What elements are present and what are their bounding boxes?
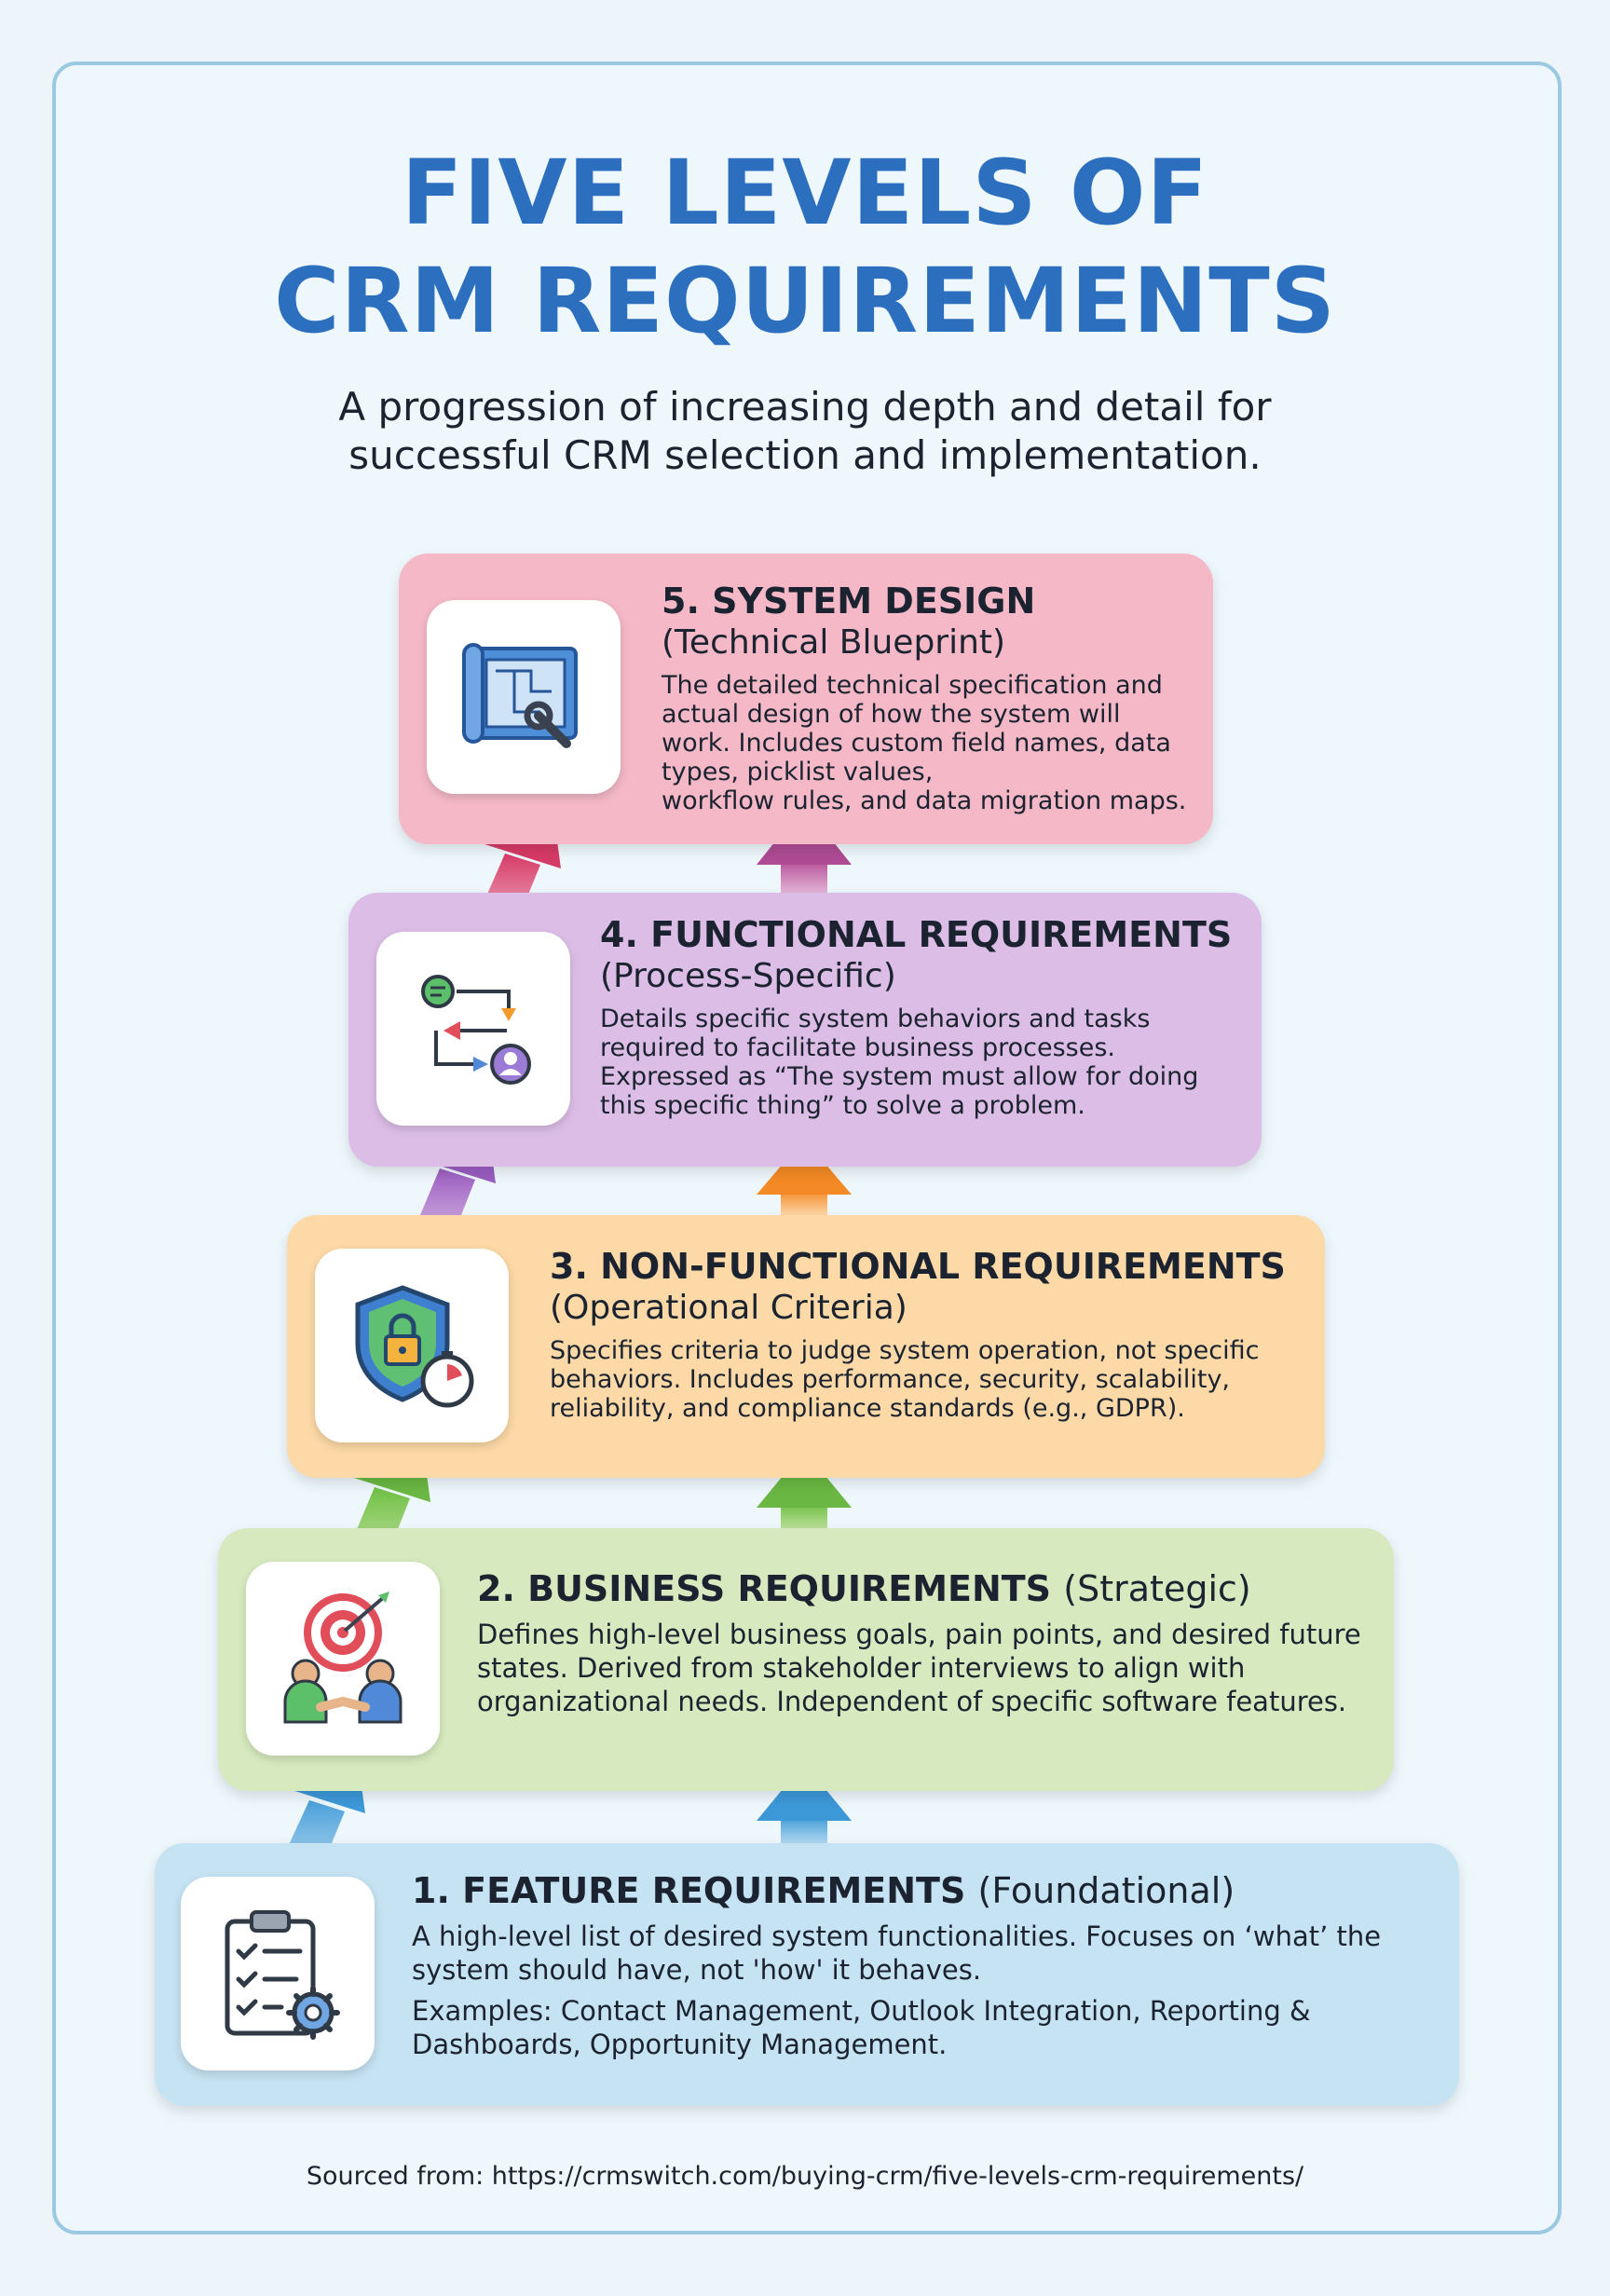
level-5-line-3: work. Includes custom field names, data [662, 729, 1171, 758]
level-2-business-card: 2. BUSINESS REQUIREMENTS (Strategic) Def… [218, 1528, 1394, 1791]
process-flow-icon [376, 932, 570, 1126]
level-1-feature-card: 1. FEATURE REQUIREMENTS (Foundational) A… [155, 1843, 1459, 2106]
level-4-line-4: this specific thing” to solve a problem. [600, 1091, 1085, 1120]
level-4-line-3: Expressed as “The system must allow for … [600, 1062, 1199, 1091]
level-4-line-1: Details specific system behaviors and ta… [600, 1004, 1151, 1033]
page-title-line-2: CRM REQUIREMENTS [274, 249, 1336, 353]
level-5-tag: (Technical Blueprint) [662, 623, 1006, 662]
level-1-heading: 1. FEATURE REQUIREMENTS [412, 1870, 966, 1911]
level-3-line-1: Specifies criteria to judge system opera… [550, 1336, 1260, 1365]
level-3-heading: 3. NON-FUNCTIONAL REQUIREMENTS [550, 1246, 1286, 1287]
checklist-gear-icon [181, 1877, 375, 2070]
target-handshake-icon [246, 1562, 440, 1756]
level-3-line-2: behaviors. Includes performance, securit… [550, 1365, 1231, 1394]
level-5-line-1: The detailed technical specification and [662, 671, 1163, 700]
level-2-line-1: Defines high-level business goals, pain … [477, 1619, 1361, 1650]
level-3-non-functional-card: 3. NON-FUNCTIONAL REQUIREMENTS (Operatio… [287, 1215, 1325, 1478]
level-2-line-2: states. Derived from stakeholder intervi… [477, 1652, 1246, 1684]
blueprint-wrench-icon [427, 600, 621, 794]
level-5-heading: 5. SYSTEM DESIGN [662, 581, 1036, 622]
subtitle-line-1: A progression of increasing depth and de… [338, 384, 1272, 430]
page-title-line-1: FIVE LEVELS OF [401, 141, 1209, 245]
level-1-line-2: system should have, not 'how' it behaves… [412, 1954, 982, 1986]
level-5-system-design-card: 5. SYSTEM DESIGN (Technical Blueprint) T… [399, 554, 1213, 844]
level-1-line-1: A high-level list of desired system func… [412, 1920, 1382, 1952]
center-arrow-3-4 [757, 1139, 852, 1219]
center-arrow-1-2 [757, 1763, 852, 1847]
level-2-line-3: organizational needs. Independent of spe… [477, 1686, 1347, 1717]
level-1-tag: (Foundational) [977, 1870, 1235, 1911]
level-1-example-1: Examples: Contact Management, Outlook In… [412, 1995, 1311, 2027]
level-2-tag: (Strategic) [1063, 1568, 1251, 1609]
level-2-heading: 2. BUSINESS REQUIREMENTS [477, 1568, 1052, 1609]
level-5-line-4: types, picklist values, [662, 758, 934, 786]
level-3-tag: (Operational Criteria) [550, 1289, 907, 1327]
level-4-tag: (Process-Specific) [600, 957, 896, 995]
level-1-example-2: Dashboards, Opportunity Management. [412, 2029, 948, 2060]
level-5-line-2: actual design of how the system will [662, 700, 1121, 729]
subtitle-line-2: successful CRM selection and implementat… [348, 432, 1262, 478]
shield-lock-stopwatch-icon [315, 1249, 509, 1442]
level-4-heading: 4. FUNCTIONAL REQUIREMENTS [600, 914, 1233, 955]
level-5-line-5: workflow rules, and data migration maps. [662, 786, 1187, 815]
level-3-line-3: reliability, and compliance standards (e… [550, 1394, 1185, 1423]
level-4-functional-card: 4. FUNCTIONAL REQUIREMENTS (Process-Spec… [348, 893, 1262, 1167]
source-footer: Sourced from: https://crmswitch.com/buyi… [306, 2162, 1304, 2191]
level-4-line-2: required to facilitate business processe… [600, 1033, 1115, 1062]
